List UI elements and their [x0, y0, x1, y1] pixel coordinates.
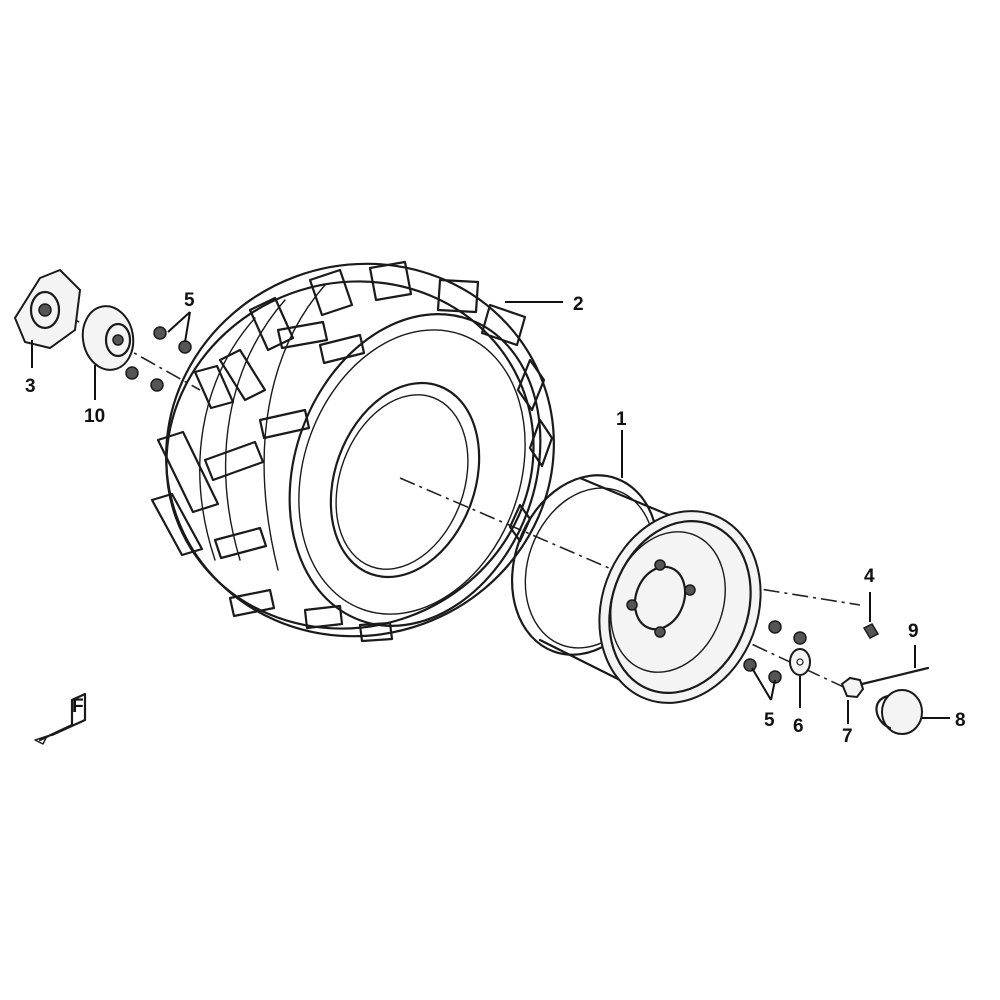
tread-paddle — [436, 278, 480, 314]
tread-band-3 — [263, 284, 326, 571]
cotter-pin-body — [860, 666, 930, 686]
tread-paddle — [480, 303, 527, 347]
tread-paddle — [258, 408, 311, 440]
callout-9: 9 — [908, 621, 919, 642]
hub-bore — [38, 303, 52, 317]
tread-paddles — [150, 260, 554, 643]
tread-paddle — [156, 430, 220, 514]
direction-arrow-head — [34, 735, 48, 745]
rim-center-bore — [633, 565, 687, 631]
lug-nut — [125, 366, 139, 380]
tread-paddle — [358, 621, 394, 643]
direction-arrow — [38, 692, 87, 742]
lug-nut — [153, 326, 167, 340]
lug-nuts-left — [125, 326, 192, 392]
lug-nut — [178, 340, 192, 354]
hub-cap — [875, 689, 923, 735]
callout-1: 1 — [616, 409, 627, 430]
leader-lines — [31, 301, 950, 724]
leader-line-5b-2 — [770, 679, 776, 701]
tread-paddle — [248, 296, 295, 352]
rim-lug-hole — [626, 599, 638, 611]
callout-3: 3 — [25, 376, 36, 397]
axle-nut — [840, 676, 865, 699]
leader-line-5b-1 — [751, 667, 772, 701]
wheel-rim — [510, 474, 762, 704]
tread-band-2 — [225, 299, 286, 561]
valve-stem — [862, 623, 880, 639]
tread-paddle — [303, 604, 344, 630]
leader-line-5a-2 — [184, 311, 191, 343]
lug-nuts-right — [743, 620, 807, 684]
valve-stem-body — [862, 623, 880, 639]
tread-paddle — [203, 440, 265, 482]
tread-paddle — [308, 268, 354, 317]
tire — [150, 260, 555, 643]
callout-4: 4 — [864, 566, 875, 587]
axis-line-lower — [699, 619, 851, 691]
tread-paddle — [150, 492, 204, 557]
tire-sidewall-inner — [298, 329, 526, 615]
callout-2: 2 — [573, 294, 584, 315]
tread-band-1 — [199, 317, 256, 561]
brake-hub — [81, 305, 135, 371]
brake-hub-body — [81, 305, 135, 371]
callout-6: 6 — [793, 716, 804, 737]
callout-8: 8 — [955, 710, 966, 731]
callout-5-lower: 5 — [764, 710, 775, 731]
rim-disc — [610, 531, 726, 673]
callout-5-upper: 5 — [184, 290, 195, 311]
callout-labels: 2 1 3 10 5 5 6 4 7 9 8 — [25, 290, 966, 747]
direction-marker-letter: F — [72, 696, 84, 717]
lug-nut — [743, 658, 757, 672]
rim-lug-hole — [684, 584, 696, 596]
tread-paddle — [276, 320, 329, 350]
tire-bead-opening-inner — [335, 394, 469, 570]
tread-paddle — [516, 358, 546, 412]
rim-lug-hole — [654, 559, 666, 571]
direction-marker: F — [34, 692, 87, 745]
leader-line-5a-1 — [167, 311, 191, 333]
tread-paddle — [368, 260, 413, 302]
washer-hole — [796, 658, 804, 666]
rim-lug-hole — [654, 626, 666, 638]
tread-paddle — [193, 364, 235, 410]
hub-center — [29, 290, 61, 330]
brake-hub-center — [104, 322, 132, 358]
axle-nut-body — [840, 676, 865, 699]
brake-hub-bore — [112, 334, 124, 346]
hub-cap-body — [881, 689, 923, 735]
tread-paddle — [228, 588, 276, 618]
cotter-pin — [860, 666, 930, 686]
lug-nut — [150, 378, 164, 392]
tread-paddle — [218, 348, 267, 402]
lug-nut — [793, 631, 807, 645]
lug-nut — [768, 620, 782, 634]
tire-outer-outline-2 — [165, 280, 535, 630]
callout-7: 7 — [842, 726, 853, 747]
callout-10: 10 — [84, 406, 105, 427]
hub-cap-rim — [875, 694, 892, 730]
tread-paddle — [213, 526, 268, 560]
tread-paddle — [528, 418, 554, 468]
tire-bead-opening — [329, 381, 481, 579]
rim-front-flange — [598, 510, 762, 704]
wheel-hub — [13, 268, 82, 350]
washer — [789, 648, 811, 676]
tread-paddle — [318, 333, 366, 365]
